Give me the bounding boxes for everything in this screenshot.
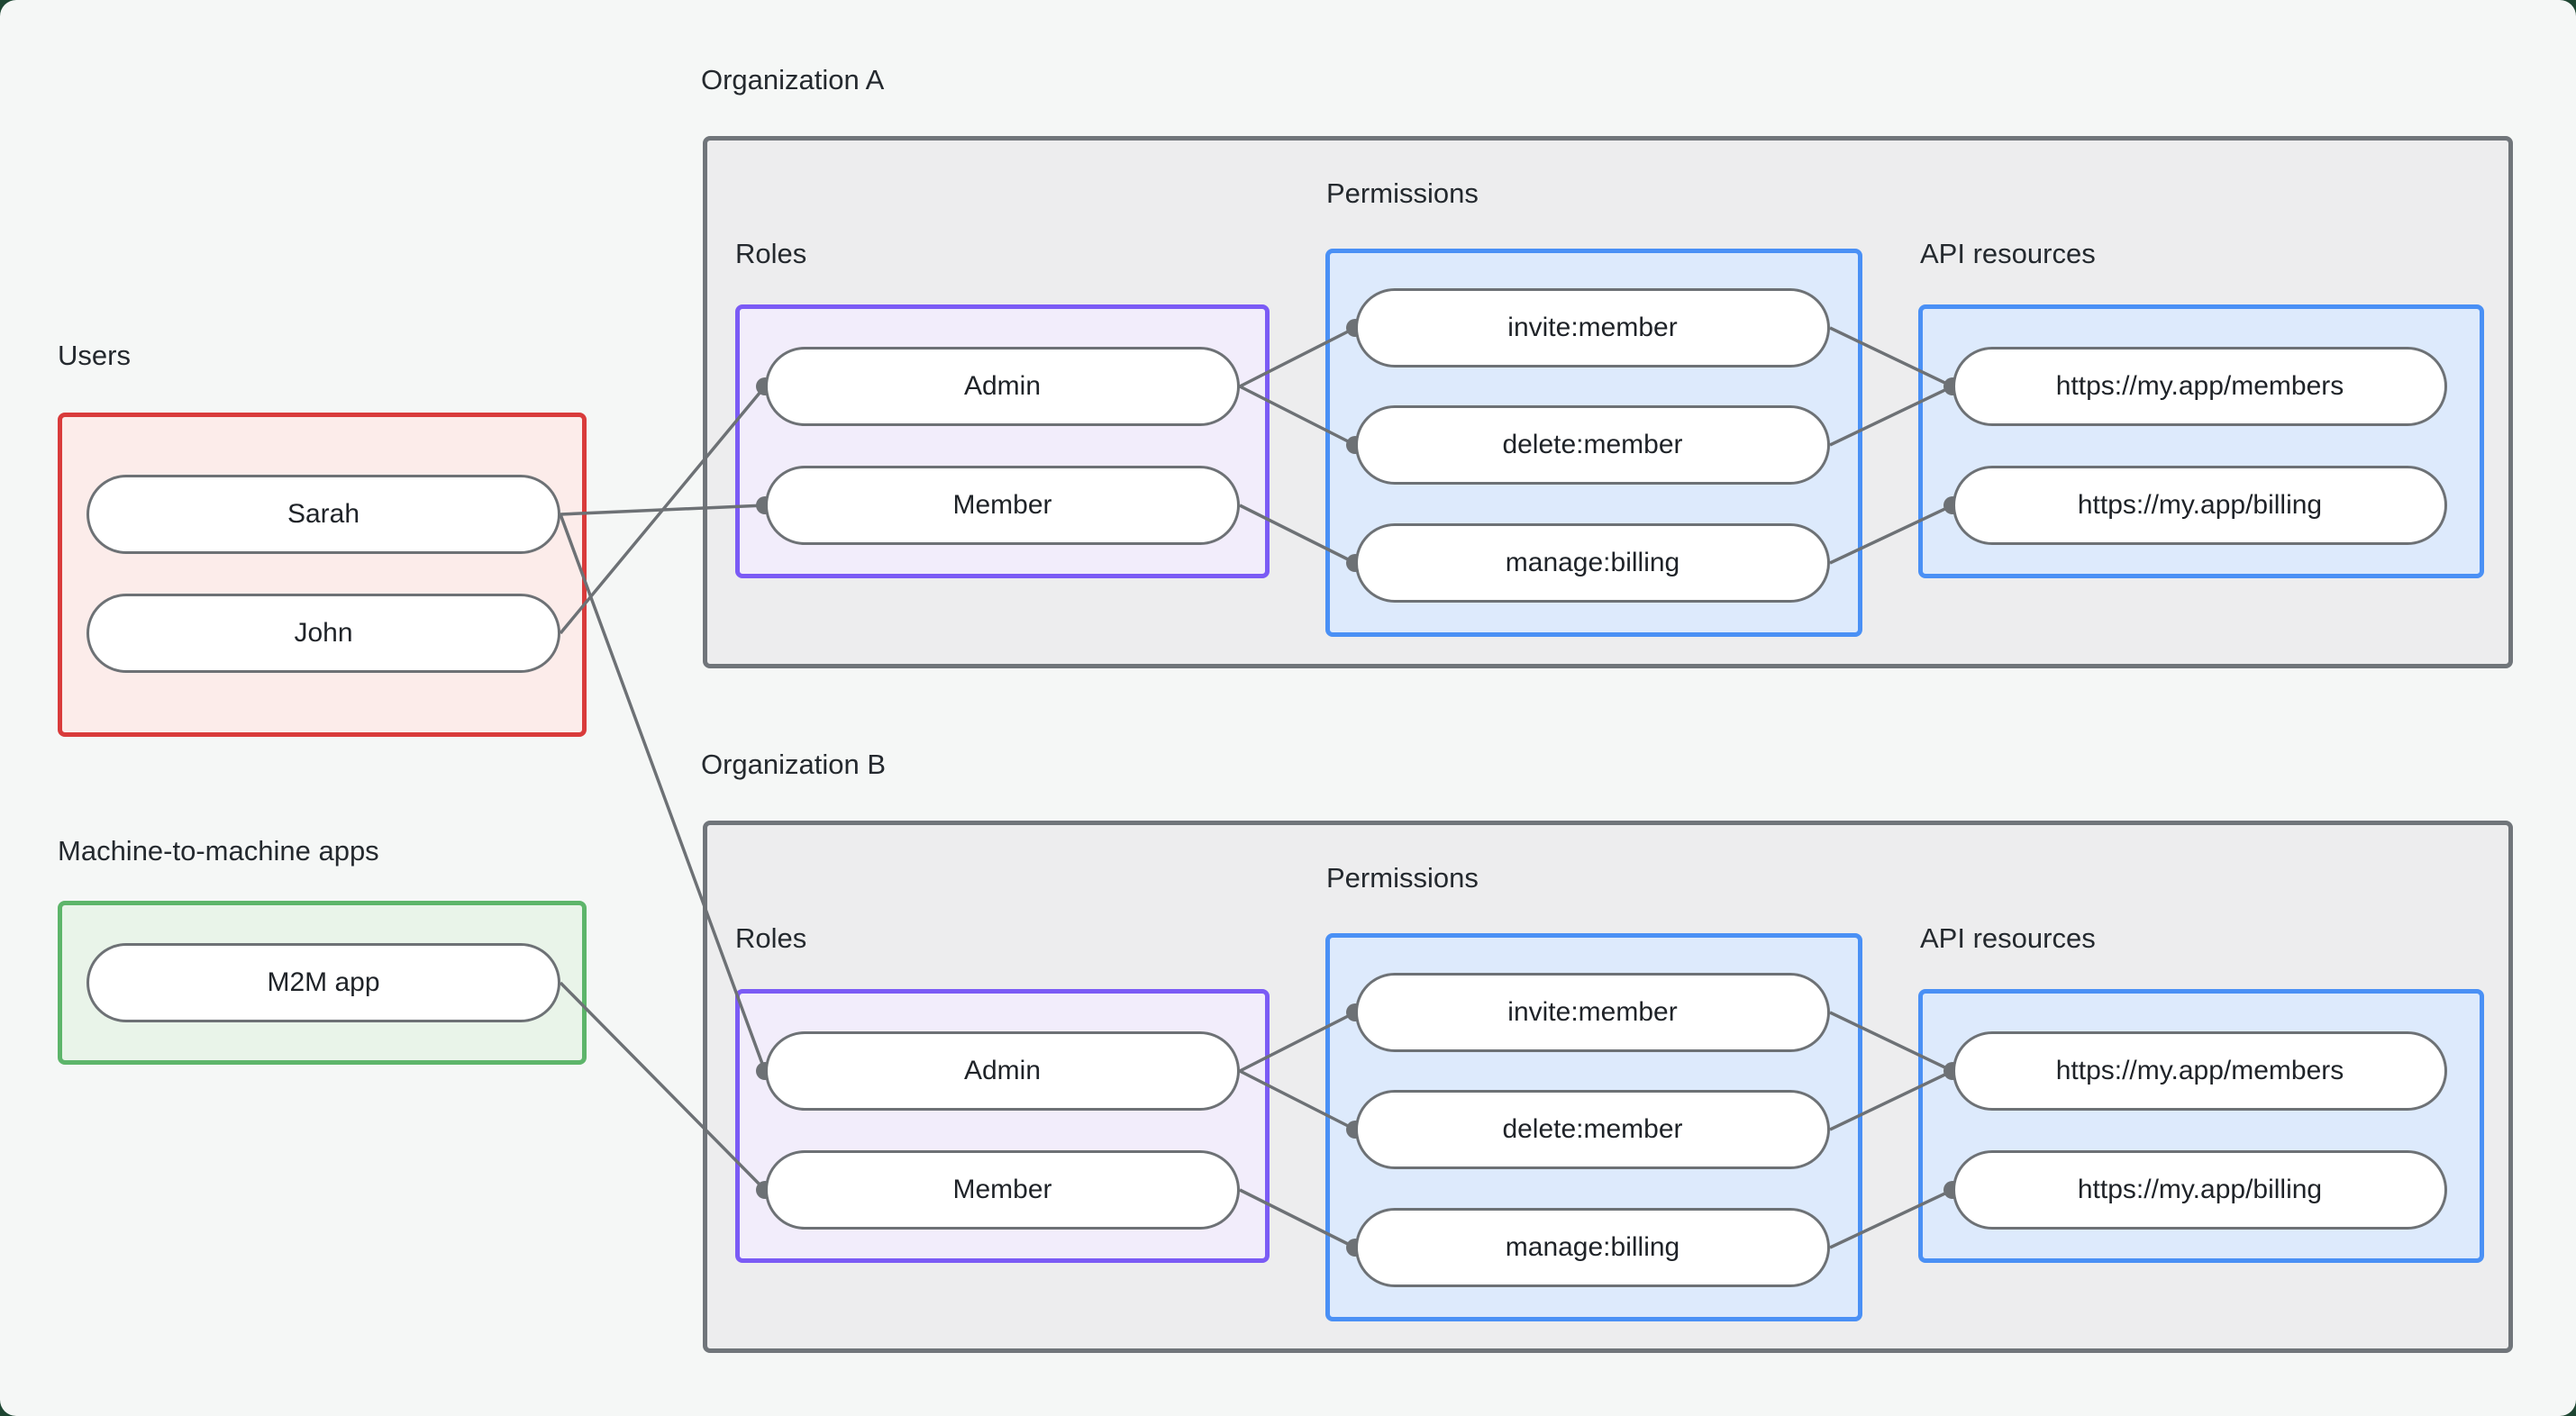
org-a-node-member: Member <box>765 466 1240 545</box>
org-a-label: Organization A <box>701 64 885 95</box>
org-b-node-member: Member <box>765 1150 1240 1230</box>
node-john: John <box>86 594 560 673</box>
node-sarah: Sarah <box>86 475 560 554</box>
org-a-node-api-billing: https://my.app/billing <box>1952 466 2447 545</box>
org-a-node-invite-member: invite:member <box>1355 288 1830 368</box>
org-b-node-manage-billing: manage:billing <box>1355 1208 1830 1287</box>
m2m-group-label: Machine-to-machine apps <box>58 835 379 867</box>
org-a-api-resources-label: API resources <box>1920 238 2096 269</box>
org-b-node-api-billing: https://my.app/billing <box>1952 1150 2447 1230</box>
org-b-api-resources-label: API resources <box>1920 922 2096 954</box>
org-b-node-admin: Admin <box>765 1031 1240 1111</box>
org-a-node-admin: Admin <box>765 347 1240 426</box>
org-a-node-api-members: https://my.app/members <box>1952 347 2447 426</box>
org-a-roles-label: Roles <box>735 238 807 269</box>
org-b-roles-label: Roles <box>735 922 807 954</box>
users-group-label: Users <box>58 340 131 371</box>
org-b-node-api-members: https://my.app/members <box>1952 1031 2447 1111</box>
users-group-box <box>58 413 587 737</box>
org-b-label: Organization B <box>701 749 887 780</box>
org-b-node-delete-member: delete:member <box>1355 1090 1830 1169</box>
node-m2m-app: M2M app <box>86 943 560 1022</box>
org-b-node-invite-member: invite:member <box>1355 973 1830 1052</box>
org-b-permissions-label: Permissions <box>1326 862 1479 894</box>
org-a-node-delete-member: delete:member <box>1355 405 1830 485</box>
org-a-node-manage-billing: manage:billing <box>1355 523 1830 603</box>
org-a-permissions-label: Permissions <box>1326 177 1479 209</box>
